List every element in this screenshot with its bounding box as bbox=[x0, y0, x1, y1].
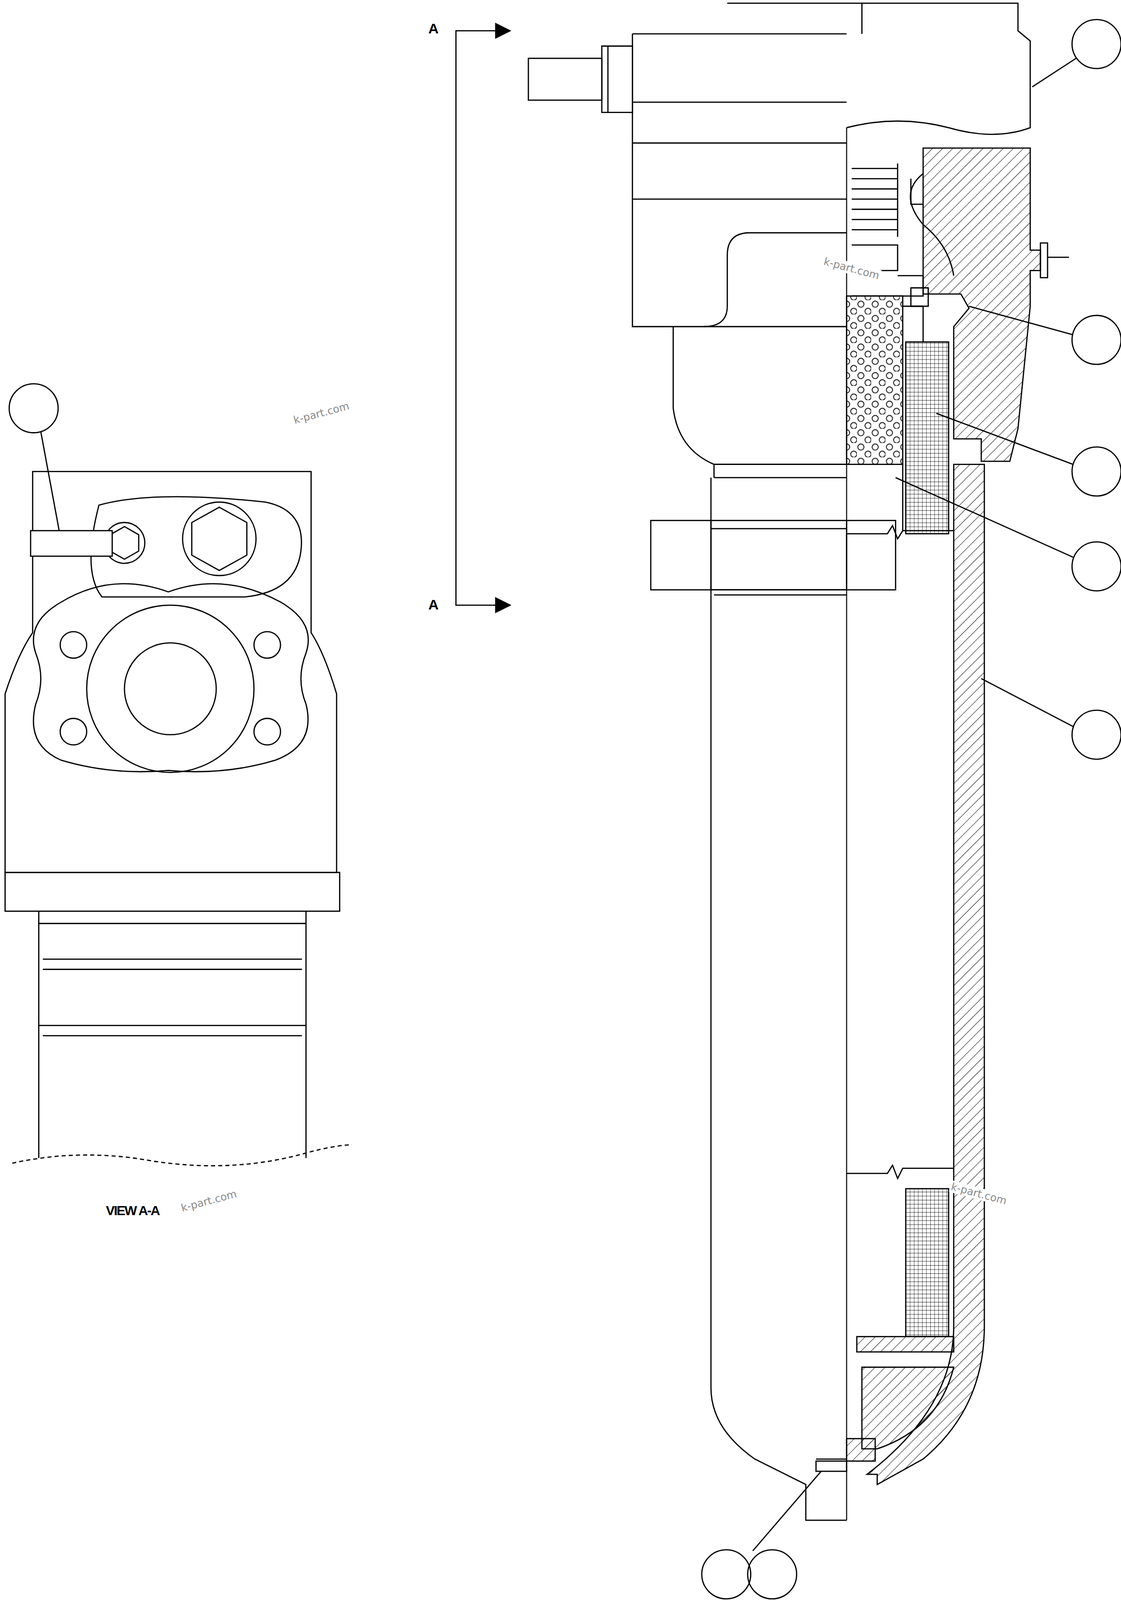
section-letter: A bbox=[428, 20, 439, 37]
watermark: k-part.com bbox=[821, 255, 882, 282]
watermark: k-part.com bbox=[291, 399, 352, 427]
watermark: k-part.com bbox=[178, 1187, 239, 1214]
view-title: VIEW A-A bbox=[105, 1203, 160, 1219]
section-letter: A bbox=[428, 596, 439, 613]
